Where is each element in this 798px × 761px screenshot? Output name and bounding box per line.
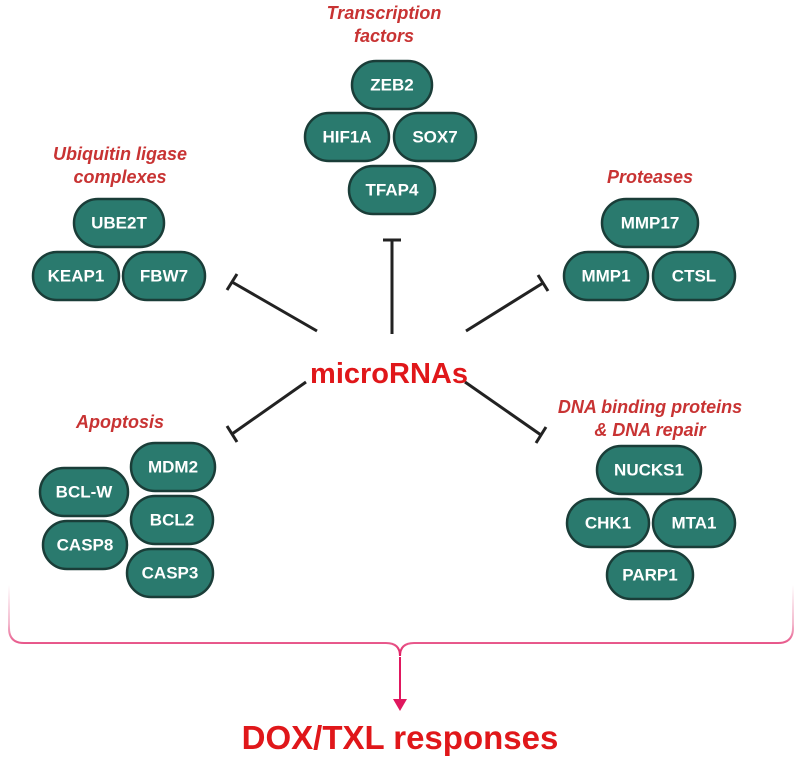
svg-text:CASP3: CASP3 bbox=[142, 564, 199, 583]
gene-node-chk1: CHK1 bbox=[565, 497, 651, 549]
svg-text:SOX7: SOX7 bbox=[412, 128, 457, 147]
category-label-transcription-factors-line2: factors bbox=[354, 26, 414, 46]
output-label-dox-txl-responses: DOX/TXL responses bbox=[242, 719, 559, 756]
svg-text:FBW7: FBW7 bbox=[140, 267, 188, 286]
svg-text:BCL2: BCL2 bbox=[150, 511, 194, 530]
gene-node-nucks1: NUCKS1 bbox=[595, 444, 703, 496]
svg-text:MDM2: MDM2 bbox=[148, 458, 198, 477]
gene-node-mmp17: MMP17 bbox=[600, 197, 700, 249]
svg-text:TFAP4: TFAP4 bbox=[366, 181, 419, 200]
svg-text:MTA1: MTA1 bbox=[671, 514, 716, 533]
gene-node-tfap4: TFAP4 bbox=[347, 164, 437, 216]
convergence-brace bbox=[8, 585, 794, 657]
category-label-ubiquitin-line1: Ubiquitin ligase bbox=[53, 144, 187, 164]
inhibition-to-proteases bbox=[465, 274, 550, 333]
inhibition-to-apoptosis bbox=[225, 380, 307, 443]
gene-node-parp1: PARP1 bbox=[605, 549, 695, 601]
svg-text:KEAP1: KEAP1 bbox=[48, 267, 105, 286]
category-label-proteases: Proteases bbox=[607, 167, 693, 187]
svg-text:PARP1: PARP1 bbox=[622, 566, 677, 585]
svg-text:HIF1A: HIF1A bbox=[322, 128, 371, 147]
svg-text:CTSL: CTSL bbox=[672, 267, 716, 286]
svg-text:MMP17: MMP17 bbox=[621, 214, 680, 233]
gene-node-hif1a: HIF1A bbox=[303, 111, 391, 163]
gene-node-casp8: CASP8 bbox=[41, 519, 129, 571]
gene-node-zeb2: ZEB2 bbox=[350, 59, 434, 111]
group-transcription-factors: Transcription factors ZEB2 HIF1A SOX7 TF… bbox=[303, 3, 478, 216]
gene-node-ctsl: CTSL bbox=[651, 250, 737, 302]
category-label-transcription-factors-line1: Transcription bbox=[327, 3, 442, 23]
gene-node-fbw7: FBW7 bbox=[121, 250, 207, 302]
svg-text:CHK1: CHK1 bbox=[585, 514, 631, 533]
gene-node-bcl2: BCL2 bbox=[129, 494, 215, 546]
group-proteases: Proteases MMP17 MMP1 CTSL bbox=[562, 167, 737, 302]
inhibition-to-ubiquitin-ligase bbox=[225, 273, 318, 333]
gene-node-ube2t: UBE2T bbox=[72, 197, 166, 249]
gene-node-sox7: SOX7 bbox=[392, 111, 478, 163]
output-arrow bbox=[393, 657, 407, 711]
svg-text:CASP8: CASP8 bbox=[57, 536, 114, 555]
svg-text:MMP1: MMP1 bbox=[581, 267, 630, 286]
svg-text:NUCKS1: NUCKS1 bbox=[614, 461, 684, 480]
center-label-micrornas: microRNAs bbox=[310, 358, 468, 390]
group-ubiquitin-ligase-complexes: Ubiquitin ligase complexes UBE2T KEAP1 F… bbox=[31, 144, 207, 302]
category-label-dna-line2: & DNA repair bbox=[594, 420, 706, 440]
category-label-ubiquitin-line2: complexes bbox=[73, 167, 166, 187]
category-label-apoptosis: Apoptosis bbox=[75, 412, 164, 432]
group-apoptosis: Apoptosis MDM2 BCL-W BCL2 CASP8 CASP3 bbox=[38, 412, 217, 599]
gene-node-keap1: KEAP1 bbox=[31, 250, 121, 302]
gene-node-mdm2: MDM2 bbox=[129, 441, 217, 493]
gene-node-bcl-w: BCL-W bbox=[38, 466, 130, 518]
gene-node-mta1: MTA1 bbox=[651, 497, 737, 549]
group-dna-binding-proteins: DNA binding proteins & DNA repair NUCKS1… bbox=[558, 397, 742, 601]
inhibition-to-transcription-factors bbox=[383, 238, 401, 334]
inhibition-to-dna-binding bbox=[464, 380, 548, 444]
category-label-dna-line1: DNA binding proteins bbox=[558, 397, 742, 417]
gene-node-mmp1: MMP1 bbox=[562, 250, 650, 302]
gene-node-casp3: CASP3 bbox=[125, 547, 215, 599]
svg-text:BCL-W: BCL-W bbox=[56, 483, 114, 502]
svg-text:ZEB2: ZEB2 bbox=[370, 76, 413, 95]
svg-text:UBE2T: UBE2T bbox=[91, 214, 147, 233]
